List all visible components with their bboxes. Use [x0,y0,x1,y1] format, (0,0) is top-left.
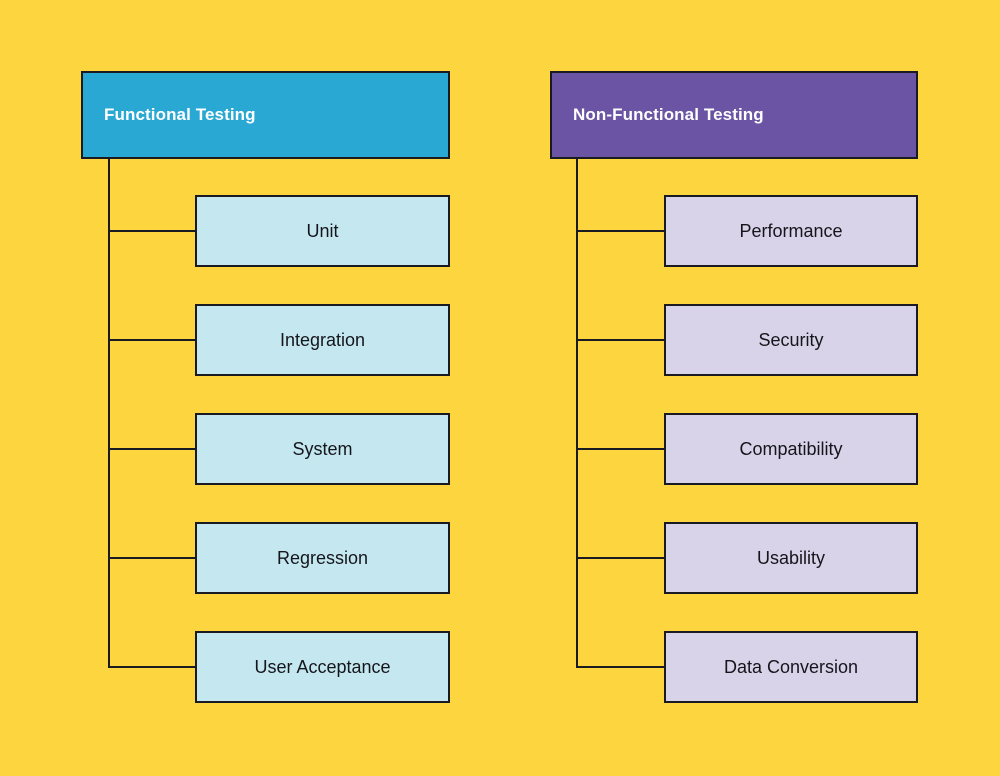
leaf-node[interactable]: System [195,413,450,485]
leaf-node[interactable]: Unit [195,195,450,267]
branch-line [576,666,664,668]
branch-line [576,230,664,232]
branch-line [108,666,195,668]
leaf-node-label: Usability [756,547,826,568]
leaf-node[interactable]: Compatibility [664,413,918,485]
leaf-node[interactable]: Integration [195,304,450,376]
trunk-line [576,159,578,668]
root-node-functional[interactable]: Functional Testing [81,71,450,159]
leaf-node-label: Security [758,329,824,350]
branch-line [108,557,195,559]
leaf-node-label: Regression [276,547,369,568]
leaf-node[interactable]: Usability [664,522,918,594]
branch-line [576,448,664,450]
leaf-node[interactable]: Performance [664,195,918,267]
leaf-node[interactable]: Regression [195,522,450,594]
branch-line [576,339,664,341]
leaf-node-label: Integration [279,329,366,350]
leaf-node-label: Unit [306,220,339,241]
branch-line [576,557,664,559]
root-node-label: Functional Testing [104,105,256,124]
branch-line [108,230,195,232]
leaf-node-label: Compatibility [739,438,843,459]
leaf-node-label: Performance [739,220,843,241]
branch-line [108,339,195,341]
root-node-label: Non-Functional Testing [573,105,764,124]
leaf-node-label: User Acceptance [254,656,391,677]
leaf-node[interactable]: Data Conversion [664,631,918,703]
branch-line [108,448,195,450]
leaf-node-label: System [292,438,353,459]
leaf-node[interactable]: User Acceptance [195,631,450,703]
root-node-non-functional[interactable]: Non-Functional Testing [550,71,918,159]
trunk-line [108,159,110,668]
leaf-node[interactable]: Security [664,304,918,376]
leaf-node-label: Data Conversion [723,656,859,677]
